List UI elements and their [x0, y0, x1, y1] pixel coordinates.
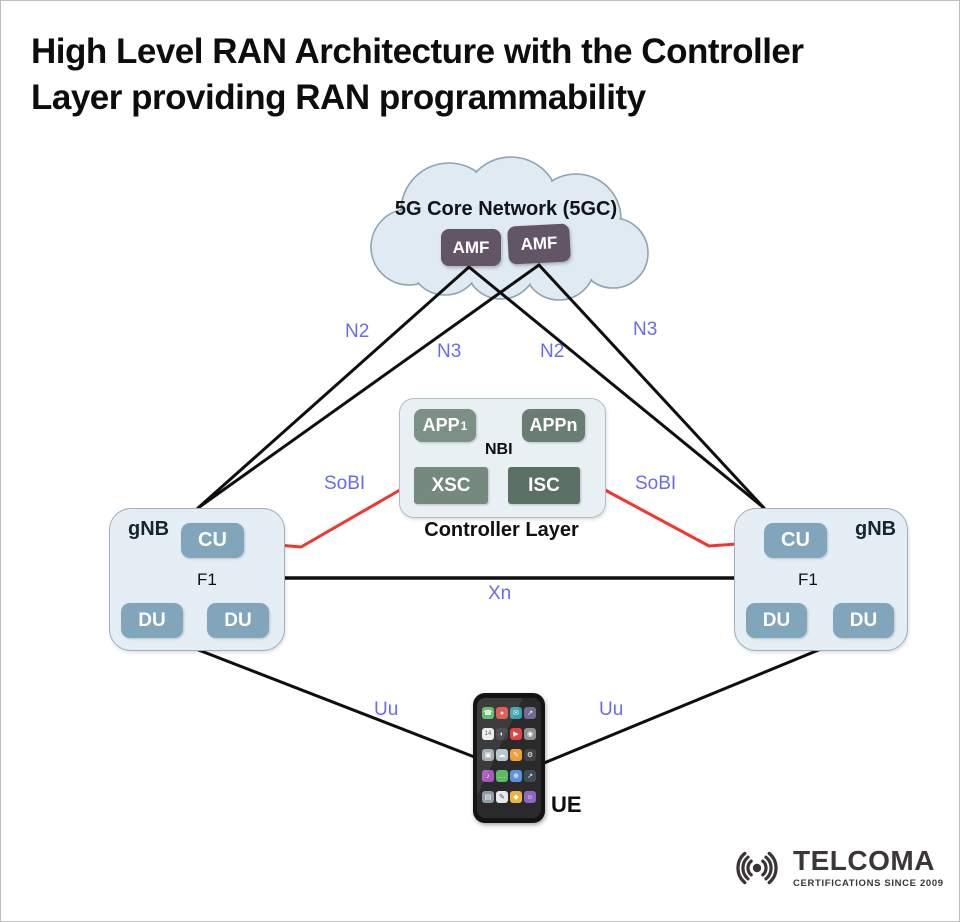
- weather-app-icon: ☁: [496, 749, 508, 761]
- isc-box: ISC: [508, 467, 580, 504]
- page-title-line2: Layer providing RAN programmability: [31, 78, 646, 118]
- gnb-right-label: gNB: [855, 518, 897, 540]
- settings-app-icon: ⚙: [524, 749, 536, 761]
- controller-layer-caption: Controller Layer: [424, 519, 579, 541]
- phone-notch: [502, 694, 508, 698]
- photos-app-icon: ▣: [482, 749, 494, 761]
- signal-antenna-icon: [736, 851, 778, 885]
- notes-app-icon: ✎: [510, 749, 522, 761]
- uu-line-right: [542, 647, 823, 765]
- gnb-right-du2-box: DU: [833, 603, 894, 638]
- page-title: High Level RAN Architecture with the Con…: [31, 29, 931, 121]
- uu-left-label: Uu: [374, 699, 399, 720]
- contacts-app-icon: ☺: [524, 791, 536, 803]
- app1-subscript: 1: [460, 418, 468, 433]
- messages-app-icon: …: [496, 770, 508, 782]
- store-app-icon: ◆: [510, 791, 522, 803]
- n3-right-label: N3: [633, 319, 658, 340]
- amf-box-2: AMF: [507, 223, 571, 265]
- gnb-left-du2-box: DU: [207, 603, 269, 638]
- screen-glare: [477, 698, 541, 818]
- uu-line-left: [194, 647, 479, 760]
- gnb-right-du1-box: DU: [746, 603, 807, 638]
- uu-right-label: Uu: [599, 699, 624, 720]
- calendar-app-icon: 14: [482, 728, 494, 740]
- stats-app-icon: ↗: [524, 770, 536, 782]
- appn-box: APPn: [522, 409, 585, 442]
- n2-right-label: N2: [540, 341, 565, 362]
- maps-app-icon: ●: [496, 707, 508, 719]
- ue-label: UE: [551, 792, 582, 817]
- web-app-icon: ↗: [524, 707, 536, 719]
- nbi-label: NBI: [485, 441, 513, 458]
- n2-left-label: N2: [345, 321, 370, 342]
- n3-left-label: N3: [437, 341, 462, 362]
- ue-app-grid: ☎●✉↗14◐▶◉▣☁✎⚙♪…⊕↗▤✎◆☺: [482, 707, 536, 812]
- gnb-left-label: gNB: [128, 518, 170, 540]
- setup-app-icon: ✎: [496, 791, 508, 803]
- logo-text: TELCOMA CERTIFICATIONS SINCE 2009: [793, 845, 944, 890]
- ue-phone-screen: ☎●✉↗14◐▶◉▣☁✎⚙♪…⊕↗▤✎◆☺: [477, 698, 541, 818]
- amf-box-1: AMF: [441, 229, 501, 266]
- gnb-left-cu-box: CU: [181, 523, 244, 558]
- gnb-left-du1-box: DU: [121, 603, 183, 638]
- player-app-icon: ▶: [510, 728, 522, 740]
- xn-label: Xn: [488, 583, 512, 604]
- music-app-icon: ♪: [482, 770, 494, 782]
- gnb-right-f1-label: F1: [798, 570, 818, 589]
- browser-app-icon: ⊕: [510, 770, 522, 782]
- xsc-box: XSC: [414, 467, 488, 504]
- sobi-right-label: SoBI: [635, 473, 677, 494]
- logo-brand: TELCOMA: [793, 845, 935, 876]
- sobi-left-label: SoBI: [324, 473, 366, 494]
- page-title-line1: High Level RAN Architecture with the Con…: [31, 32, 804, 71]
- ue-smartphone: ☎●✉↗14◐▶◉▣☁✎⚙♪…⊕↗▤✎◆☺: [473, 693, 545, 823]
- mail-app-icon: ✉: [510, 707, 522, 719]
- telcoma-logo: TELCOMA CERTIFICATIONS SINCE 2009: [728, 846, 944, 890]
- phone-app-icon: ☎: [482, 707, 494, 719]
- calculator-app-icon: ▤: [482, 791, 494, 803]
- logo-tagline: CERTIFICATIONS SINCE 2009: [793, 878, 944, 889]
- clock-app-icon: ◐: [496, 728, 508, 740]
- core-cloud-label: 5G Core Network (5GC): [394, 198, 618, 220]
- gnb-right-cu-box: CU: [764, 523, 827, 558]
- gnb-left-f1-label: F1: [197, 570, 217, 589]
- app1-text: APP: [422, 415, 460, 435]
- camera-app-icon: ◉: [524, 728, 536, 740]
